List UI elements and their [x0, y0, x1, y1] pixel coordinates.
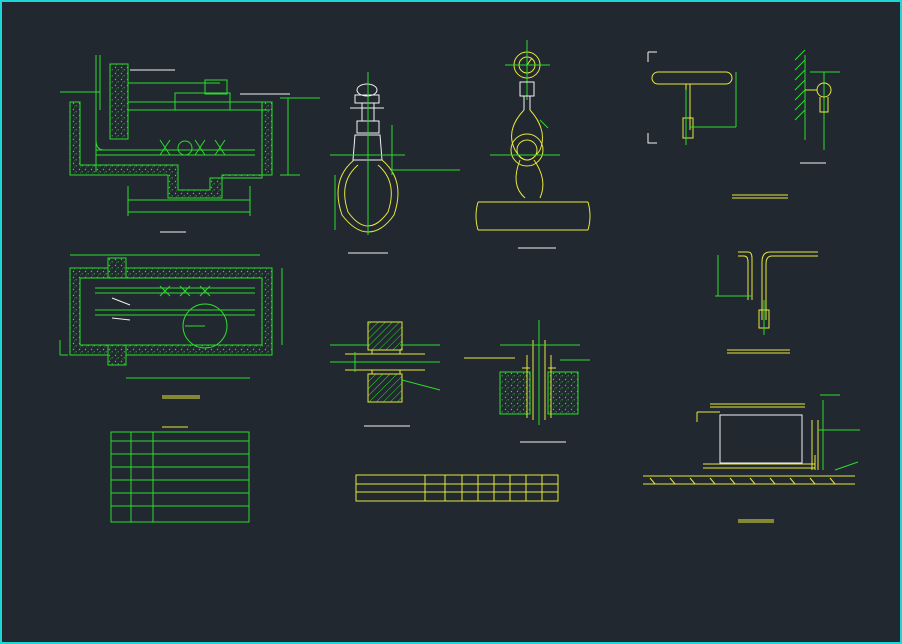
meter-pit-plan — [59, 254, 283, 399]
pipe-bracket-detail — [647, 51, 788, 199]
schedule-table-yellow — [355, 474, 559, 502]
radiator-elevation — [643, 394, 860, 523]
wall-sleeve-detail — [330, 321, 441, 427]
meter-pit-section — [60, 55, 320, 233]
floor-sleeve-detail — [464, 320, 590, 443]
schedule-table-green — [110, 426, 250, 523]
pressure-gauge-detail — [475, 40, 591, 249]
pipe-bend-detail — [715, 251, 818, 354]
pipe-clamp-detail — [794, 49, 840, 164]
faucet-detail — [330, 72, 460, 254]
